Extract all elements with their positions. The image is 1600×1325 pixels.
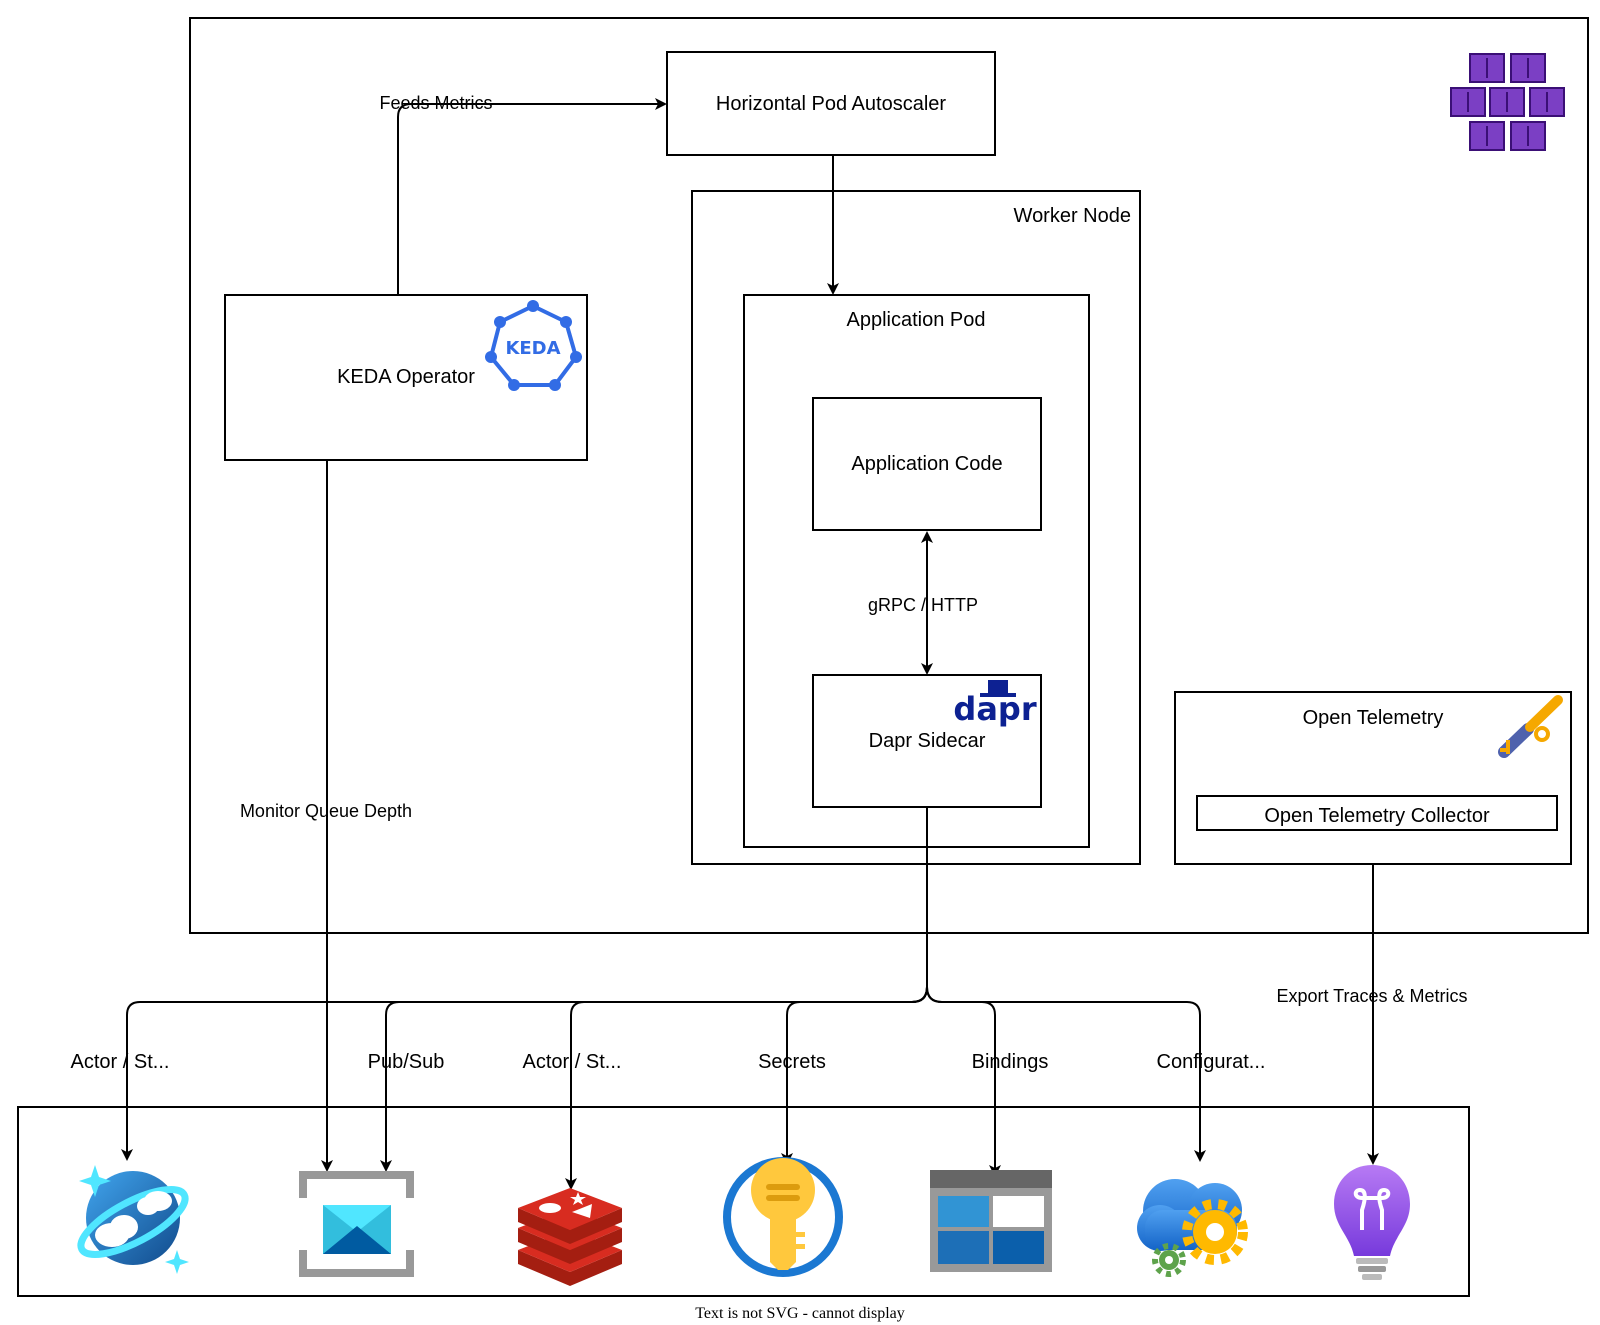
feeds-metrics-label: Feeds Metrics [379,93,492,113]
opentelemetry-icon [1498,695,1563,758]
aks-cluster-icon [1450,53,1565,151]
cosmos-db-icon [77,1165,189,1274]
service-bus-icon [299,1171,414,1277]
monitor-queue-depth-label: Monitor Queue Depth [240,801,412,821]
actor-state-label-1: Actor / St... [71,1051,170,1073]
actor-state-label-2: Actor / St... [523,1051,622,1073]
footer-note: Text is not SVG - cannot display [695,1305,905,1322]
open-telemetry-collector-box [1196,795,1558,831]
keda-operator-box [224,294,588,461]
app-configuration-icon [1137,1179,1248,1277]
bindings-label: Bindings [972,1051,1049,1073]
open-telemetry-label: Open Telemetry [1303,707,1444,729]
connectors [121,98,1379,1190]
hpa-label: Horizontal Pod Autoscaler [716,93,946,115]
dapr-logo-text: dapr [953,690,1036,728]
application-code-label: Application Code [851,453,1002,475]
open-telemetry-collector-label: Open Telemetry Collector [1264,805,1490,827]
grpc-http-label: gRPC / HTTP [868,595,978,615]
dapr-logo: dapr [953,680,1037,728]
application-insights-icon [1334,1165,1410,1280]
export-traces-label: Export Traces & Metrics [1276,986,1467,1006]
worker-node-label: Worker Node [1014,205,1131,227]
dapr-sidecar-label: Dapr Sidecar [869,730,986,752]
hpa-box [666,51,996,156]
configuration-label: Configurat... [1157,1051,1266,1073]
edge-dapr-to-keyvault [781,986,928,1165]
keda-operator-label: KEDA Operator [337,366,475,388]
pubsub-label: Pub/Sub [368,1051,445,1073]
secrets-label: Secrets [758,1051,826,1073]
application-pod-label: Application Pod [847,309,986,331]
key-vault-icon [723,1157,843,1277]
keda-logo-text: KEDA [505,338,560,359]
application-code-box [812,397,1042,531]
storage-table-icon [930,1170,1052,1272]
open-telemetry-box [1174,691,1572,865]
edge-dapr-to-appconfig [926,986,1206,1162]
redis-icon [518,1188,622,1286]
keda-logo: KEDA [485,300,582,391]
edge-keda-to-hpa [397,98,667,295]
